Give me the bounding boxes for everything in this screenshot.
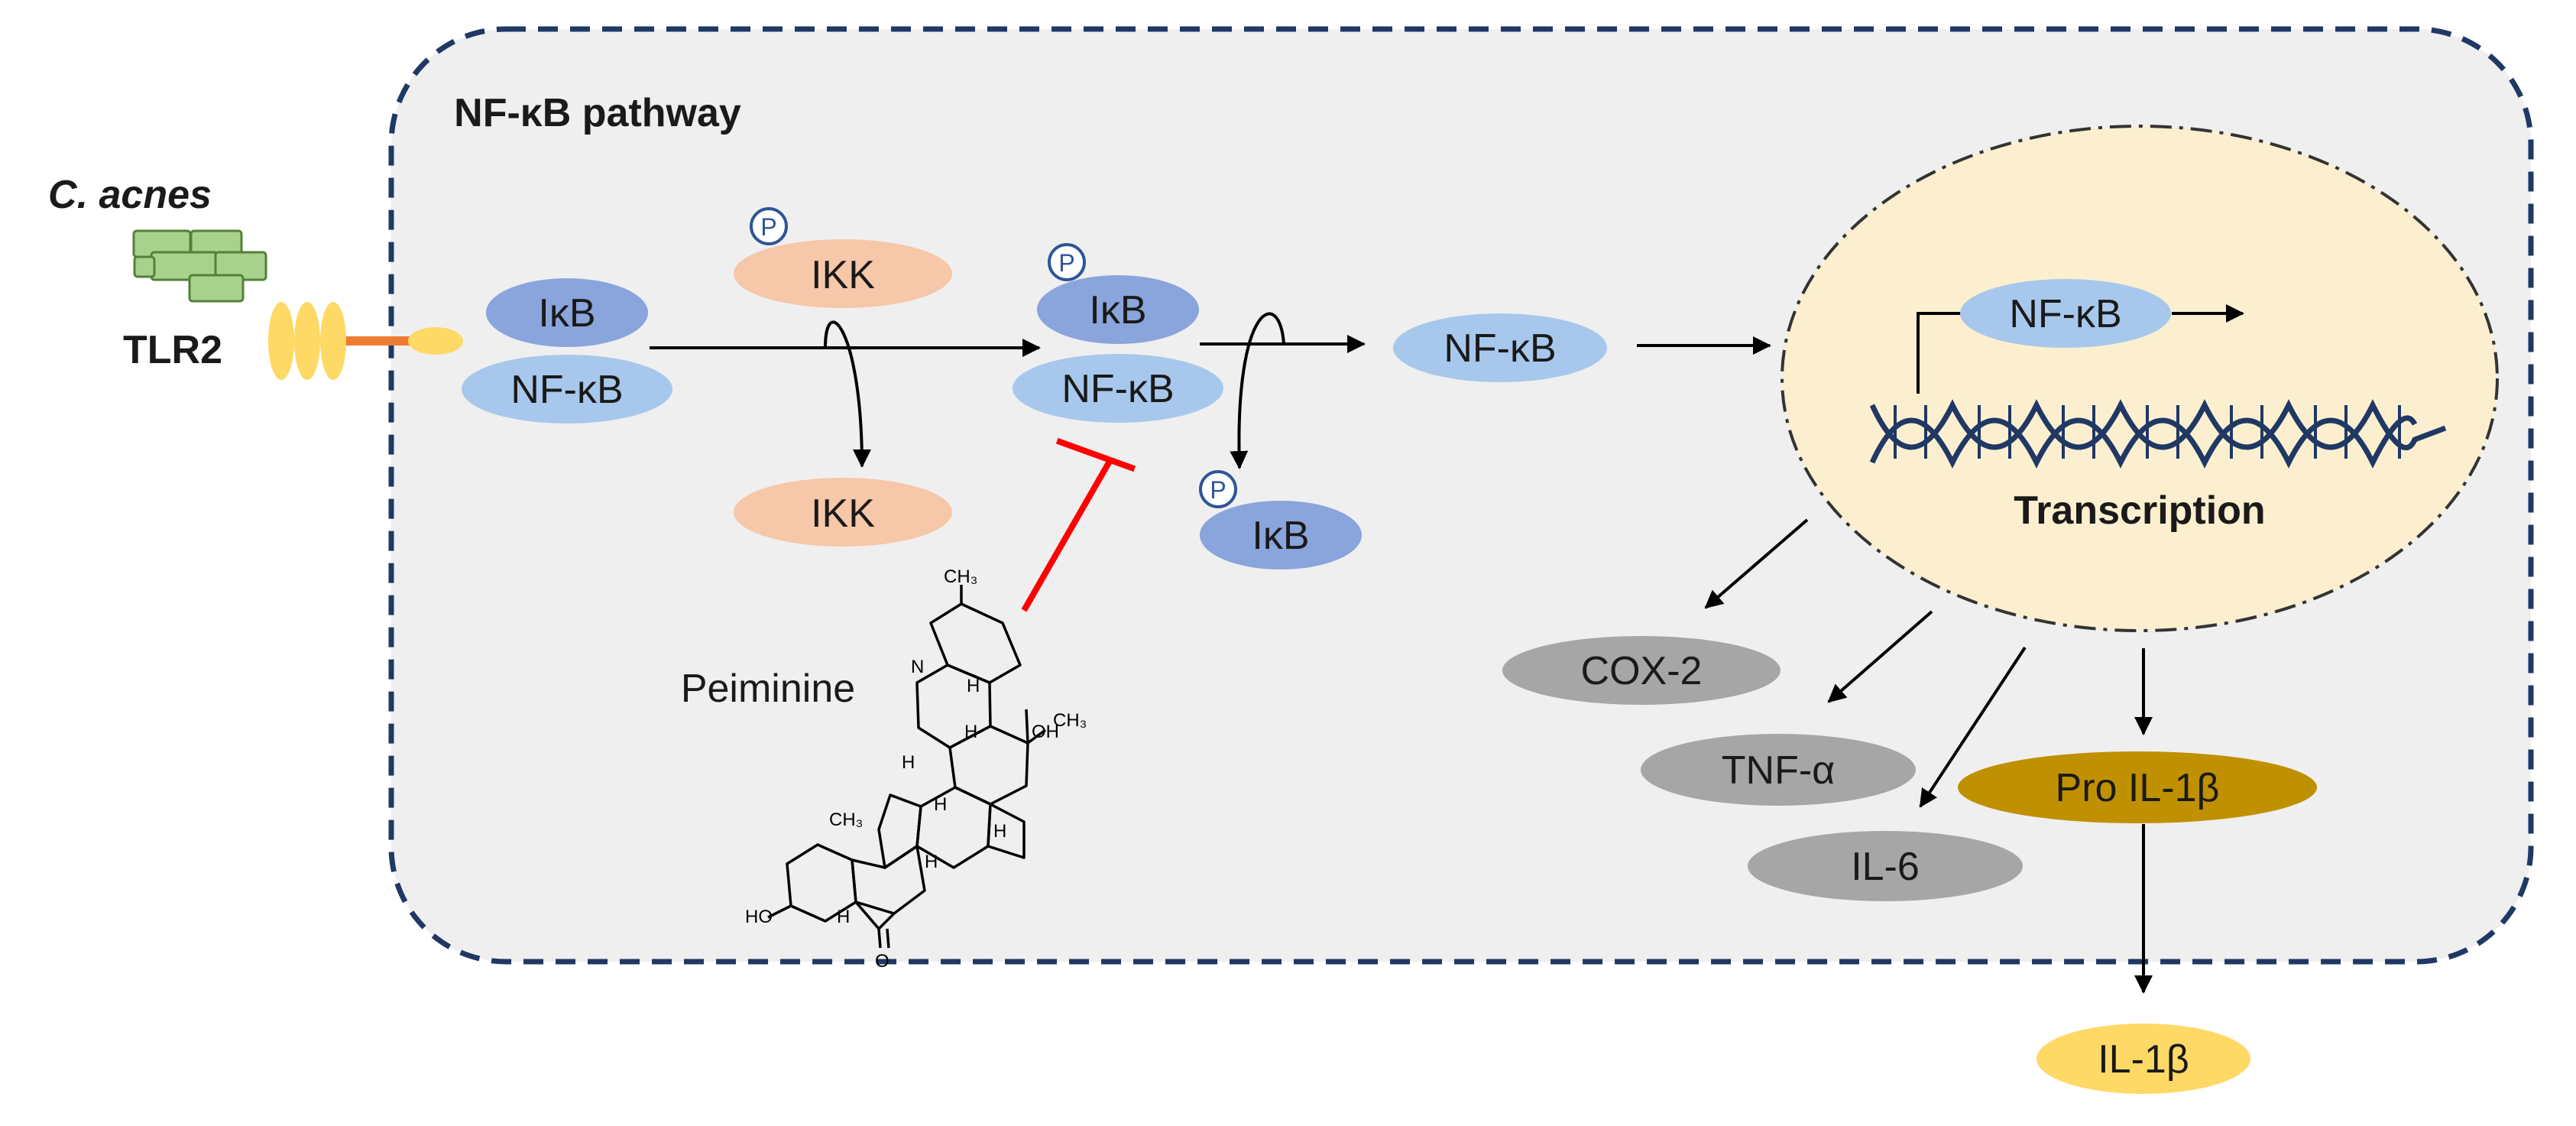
svg-text:H: H: [993, 821, 1006, 842]
bacteria-icon: [132, 229, 267, 303]
ikb-released-oval: [1200, 501, 1362, 569]
receptor-label: TLR2: [123, 328, 222, 372]
svg-text:O: O: [875, 951, 889, 972]
svg-text:CH₃: CH₃: [1053, 710, 1087, 731]
nfkb-nuclear-label: NF-κB: [2009, 292, 2121, 336]
phospho-icon-ikb-released: P: [1199, 470, 1237, 508]
nucleus: [1781, 125, 2499, 632]
svg-text:CH₃: CH₃: [829, 810, 863, 830]
cox2-oval: [1502, 636, 1781, 705]
nfkb-nuclear-oval: [1960, 279, 2171, 348]
svg-text:H: H: [925, 852, 938, 872]
pathogen-label: C. acnes: [48, 173, 212, 217]
nfkb-label-2: NF-κB: [1061, 367, 1174, 411]
il1b-oval: [2036, 1024, 2250, 1094]
transcription-label: Transcription: [2014, 488, 2265, 533]
svg-text:H: H: [964, 722, 977, 742]
svg-text:CH₃: CH₃: [944, 566, 977, 587]
ikb-oval-1: [486, 278, 648, 347]
svg-text:H: H: [837, 907, 850, 927]
svg-text:H: H: [934, 794, 947, 815]
inhibitor-label: Peiminine: [681, 667, 855, 711]
svg-text:H: H: [902, 752, 915, 773]
arrow-ikk-release: [824, 320, 871, 468]
il6-label: IL-6: [1851, 845, 1920, 889]
ikk-label: IKK: [811, 492, 875, 536]
pro-il1b-label: Pro IL-1β: [2056, 766, 2220, 810]
cox2-label: COX-2: [1581, 649, 1703, 693]
tnfa-label: TNF-α: [1722, 748, 1835, 793]
ikk-oval: [734, 478, 952, 547]
phospho-icon-ikb-complex: P: [1048, 243, 1086, 281]
svg-text:P: P: [760, 213, 776, 241]
ikb-released-label: IκB: [1252, 514, 1309, 558]
svg-text:N: N: [911, 657, 924, 677]
svg-text:P: P: [1058, 249, 1074, 277]
svg-text:HO: HO: [745, 907, 773, 927]
tlr2-receptor-icon: [268, 302, 463, 380]
il1b-label: IL-1β: [2098, 1037, 2189, 1082]
dna-helix-icon: [1869, 312, 2447, 469]
arrow-to-cox2: [1704, 518, 1809, 609]
pro-il1b-oval: [1958, 751, 2317, 823]
ikb-oval-2: [1037, 275, 1199, 344]
inhibition-symbol: [1021, 437, 1136, 612]
arrow-ikb-release: [1230, 312, 1285, 469]
peiminine-structure-icon: CH₃ N CH₃ OH H H H H H H CH₃ HO H O: [745, 566, 1087, 972]
svg-text:H: H: [967, 676, 980, 696]
ikk-phospho-label: IKK: [811, 253, 875, 297]
nfkb-oval-2: [1013, 354, 1223, 423]
nfkb-oval-1: [462, 355, 672, 423]
ikb-label-1: IκB: [538, 291, 595, 336]
il6-oval: [1748, 831, 2023, 901]
svg-text:P: P: [1210, 476, 1226, 504]
svg-text:OH: OH: [1032, 722, 1059, 742]
pathway-title: NF-κB pathway: [454, 91, 741, 135]
arrow-to-tnfa: [1827, 610, 1933, 703]
ikb-label-2: IκB: [1089, 288, 1146, 333]
phospho-icon-ikk: P: [750, 207, 788, 245]
nfkb-free-oval: [1393, 313, 1607, 382]
nfkb-free-label: NF-κB: [1444, 326, 1556, 371]
nfkb-label-1: NF-κB: [510, 368, 623, 412]
tnfa-oval: [1641, 734, 1916, 806]
arrow-to-il6: [1919, 646, 2027, 808]
ikk-phospho-oval: [734, 239, 952, 308]
